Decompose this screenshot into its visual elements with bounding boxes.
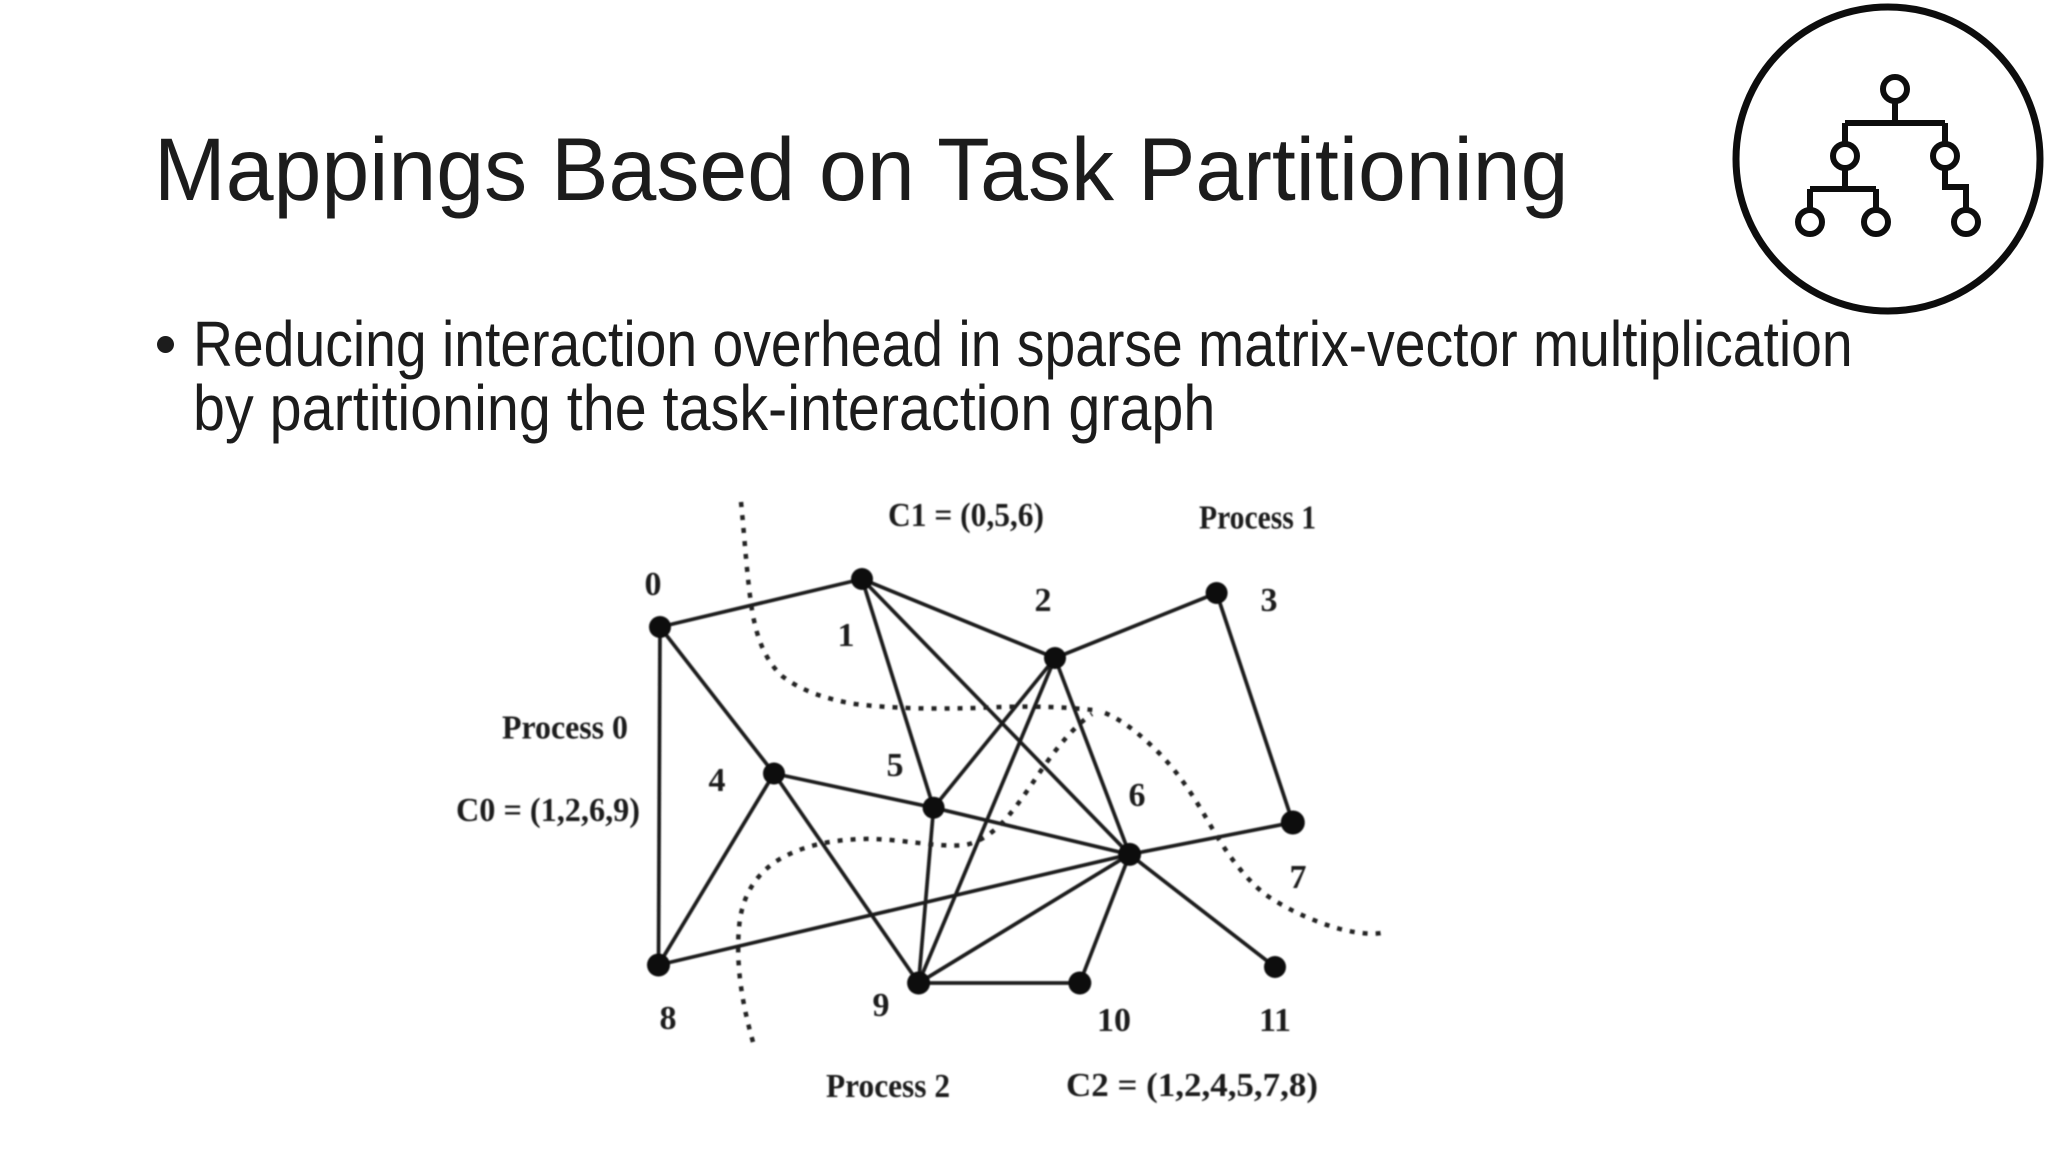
svg-text:10: 10	[1097, 1002, 1131, 1039]
svg-text:6: 6	[1129, 777, 1146, 814]
svg-text:7: 7	[1290, 859, 1307, 896]
svg-text:11: 11	[1259, 1002, 1291, 1039]
svg-text:8: 8	[660, 1000, 677, 1037]
svg-text:3: 3	[1261, 582, 1278, 619]
svg-text:9: 9	[873, 987, 890, 1024]
svg-text:0: 0	[645, 566, 662, 603]
svg-text:1: 1	[838, 617, 855, 654]
svg-text:Process 2: Process 2	[826, 1068, 950, 1105]
svg-text:2: 2	[1035, 582, 1052, 619]
svg-text:4: 4	[709, 762, 726, 799]
svg-text:Process 1: Process 1	[1199, 500, 1316, 537]
svg-text:C2 = (1,2,4,5,7,8): C2 = (1,2,4,5,7,8)	[1066, 1067, 1318, 1104]
svg-text:Process 0: Process 0	[502, 710, 628, 747]
svg-text:5: 5	[887, 747, 904, 784]
svg-text:C1 = (0,5,6): C1 = (0,5,6)	[888, 497, 1044, 534]
svg-text:C0 = (1,2,6,9): C0 = (1,2,6,9)	[456, 792, 640, 829]
